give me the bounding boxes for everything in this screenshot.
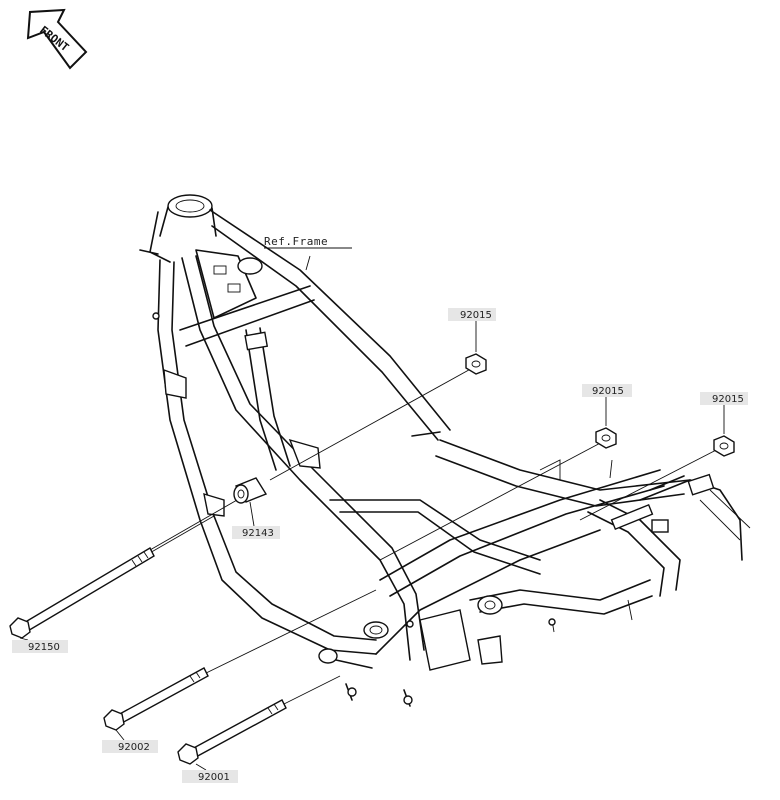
- nut-92015-b: [595, 394, 617, 449]
- label-92143: 92143: [232, 526, 280, 539]
- leader-lines: [147, 255, 725, 705]
- nut-92015-a: [465, 320, 487, 375]
- frame-drawing: [139, 194, 751, 707]
- collar-92143: [233, 477, 268, 527]
- svg-text:92001: 92001: [198, 772, 230, 783]
- svg-text:92015: 92015: [592, 386, 624, 397]
- svg-text:92143: 92143: [242, 528, 274, 539]
- bolt-92001: [177, 699, 287, 771]
- svg-text:92002: 92002: [118, 742, 150, 753]
- nut-92015-c: [713, 404, 735, 457]
- label-92150: 92150: [12, 640, 68, 653]
- label-92015-b: 92015: [582, 384, 632, 397]
- svg-text:92015: 92015: [460, 310, 492, 321]
- svg-text:Ref.Frame: Ref.Frame: [264, 235, 328, 248]
- svg-text:92150: 92150: [28, 642, 60, 653]
- label-92015-a: 92015: [448, 308, 496, 321]
- label-92001: 92001: [182, 770, 238, 783]
- bolt-92002: [103, 667, 209, 741]
- svg-text:92015: 92015: [712, 394, 744, 405]
- label-92015-c: 92015: [700, 392, 748, 405]
- front-arrow-icon: FRONT: [26, 8, 88, 70]
- label-ref-frame: Ref.Frame: [264, 235, 352, 249]
- label-92002: 92002: [102, 740, 158, 753]
- bolt-92150: [9, 547, 155, 641]
